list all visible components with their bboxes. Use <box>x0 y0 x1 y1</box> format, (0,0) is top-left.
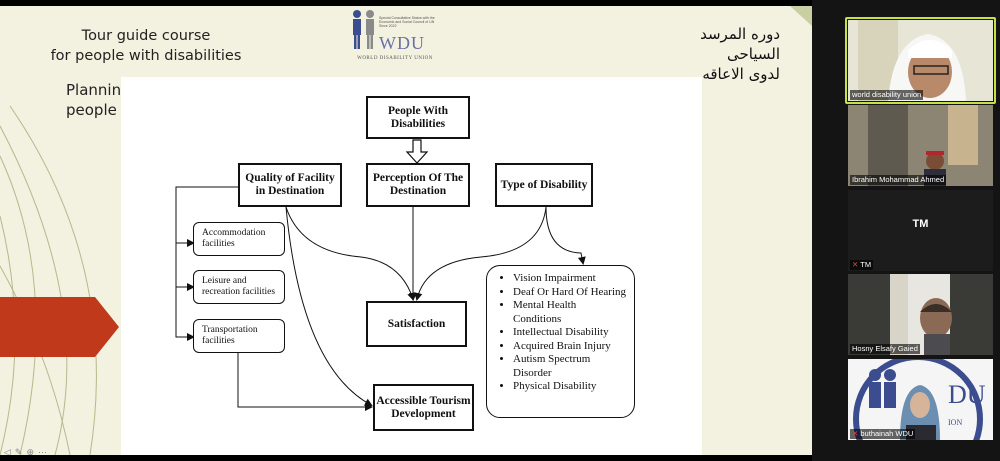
pen-icon[interactable]: ✎ <box>14 447 27 455</box>
perception-destination-box: Perception Of The Destination <box>366 163 470 207</box>
leisure-box: Leisure and recreation facilities <box>193 270 285 304</box>
participant-name: buthainah WDU <box>860 429 914 438</box>
logo-union-text: WORLD DISABILITY UNION <box>357 56 433 61</box>
diagram-connectors <box>175 139 586 411</box>
participant-video-avatar <box>848 274 993 355</box>
tourism-diagram: People With Disabilities Quality of Faci… <box>121 77 702 455</box>
list-item: Physical Disability <box>513 380 626 394</box>
list-item: Mental Health Conditions <box>513 299 626 326</box>
participant-name: world disability union <box>850 90 924 100</box>
zoom-icon[interactable]: ⊕ <box>26 447 39 455</box>
logo-status-text: Special Consultative Status with the Eco… <box>379 16 435 28</box>
participant-video-avatar <box>848 20 993 101</box>
quality-facility-box: Quality of Facility in Destination <box>238 163 342 207</box>
arabic-title: دوره المرسد السياحى لدوى الاعاقه <box>640 24 780 84</box>
people-with-disabilities-box: People With Disabilities <box>366 96 470 139</box>
muted-mic-icon: ✕ <box>852 429 859 438</box>
participant-name: Ibrahim Mohammad Ahmed <box>850 175 947 185</box>
participant-name: TM <box>860 260 872 269</box>
accommodation-box: Accommodation facilities <box>193 222 285 256</box>
wdu-figures-icon <box>353 10 374 49</box>
participant-name-row: ✕ TM <box>850 260 874 270</box>
presentation-slide: Tour guide course for people with disabi… <box>0 6 812 455</box>
participant-initials: TM <box>912 218 929 230</box>
logo-text: WDU <box>379 33 425 53</box>
arabic-title-line-2: السياحى <box>727 45 780 63</box>
arabic-title-line-3: لدوى الاعاقه <box>702 65 780 83</box>
participant-tile[interactable]: TM ✕ TM <box>848 190 993 271</box>
satisfaction-box: Satisfaction <box>366 301 467 347</box>
participant-tile[interactable]: world disability union <box>848 20 993 101</box>
participant-tile[interactable]: Hosny Elsafy Gaied <box>848 274 993 355</box>
slide-title-line-2: for people with disabilities <box>50 48 242 64</box>
participant-name: Hosny Elsafy Gaied <box>850 344 920 354</box>
list-item: Acquired Brain Injury <box>513 340 626 354</box>
list-item: Deaf Or Hard Of Hearing <box>513 286 626 300</box>
list-item: Intellectual Disability <box>513 326 626 340</box>
slide-arrow-shape <box>0 297 119 357</box>
muted-mic-icon: ✕ <box>852 260 859 269</box>
slide-title: Tour guide course for people with disabi… <box>46 26 246 66</box>
participant-video-avatar <box>848 105 993 186</box>
svg-text:DU: DU <box>948 380 986 409</box>
more-icon[interactable]: ⋯ <box>38 447 52 455</box>
participant-name-row: ✕ buthainah WDU <box>850 429 916 439</box>
disability-types-list: Vision Impairment Deaf Or Hard Of Hearin… <box>486 265 635 418</box>
svg-text:ION: ION <box>948 418 962 427</box>
prev-slide-icon[interactable]: ◁ <box>4 447 15 455</box>
type-of-disability-box: Type of Disability <box>495 163 593 207</box>
slide-title-line-1: Tour guide course <box>81 28 211 44</box>
slide-controls[interactable]: ◁✎⊕⋯ <box>4 447 51 455</box>
participant-tile[interactable]: DU ION ✕ buthainah WDU <box>848 359 993 440</box>
accessible-tourism-box: Accessible Tourism Development <box>373 384 474 431</box>
wdu-logo: Special Consultative Status with the Eco… <box>349 8 441 64</box>
list-item: Autism Spectrum Disorder <box>513 353 626 380</box>
participant-video-avatar: DU ION <box>848 359 993 440</box>
arabic-title-line-1: دوره المرسد <box>700 25 780 43</box>
transportation-box: Transportation facilities <box>193 319 285 353</box>
list-item: Vision Impairment <box>513 272 626 286</box>
participant-tile[interactable]: Ibrahim Mohammad Ahmed <box>848 105 993 186</box>
active-speaker-border <box>845 17 996 104</box>
